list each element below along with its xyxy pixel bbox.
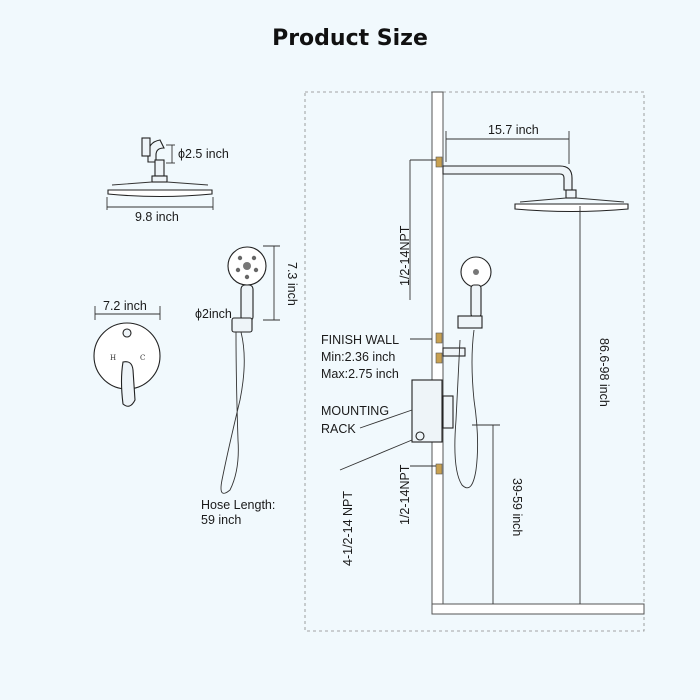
install-shower-arm xyxy=(442,165,573,191)
hand-height-label: 7.3 inch xyxy=(285,262,299,306)
install-holder xyxy=(457,315,483,329)
valve-trim-diagram: 7.2 inch H C xyxy=(93,299,161,407)
valve-ports-label: 4-1/2-14 NPT xyxy=(341,491,355,566)
mounting-rack-label-line1: MOUNTING xyxy=(321,404,389,418)
arm-diameter-label: ϕ2.5 inch xyxy=(178,147,229,161)
hose-length-label: Hose Length: xyxy=(201,498,275,512)
ball-joint xyxy=(151,175,168,183)
install-shower-head xyxy=(514,203,629,213)
diverter-elbow xyxy=(442,347,466,357)
valve-handle xyxy=(120,361,136,407)
installation-diagram: 15.7 inch 1/2-14NPT FINISH WALL Min:2.36… xyxy=(304,91,645,632)
page-title: Product Size xyxy=(272,26,428,51)
wall-holder xyxy=(231,317,253,333)
diagram-frame xyxy=(304,91,645,632)
hand-shower-handle xyxy=(240,284,254,322)
finish-wall-min: Min:2.36 inch xyxy=(321,350,395,364)
top-inlet-label: 1/2-14NPT xyxy=(398,225,412,286)
hand-install-height-label: 39-59 inch xyxy=(510,478,524,536)
bottom-inlet-label: 1/2-14NPT xyxy=(398,464,412,525)
hose-length-value: 59 inch xyxy=(201,513,241,527)
arm-length-label: 15.7 inch xyxy=(488,123,539,137)
valve-width-label: 7.2 inch xyxy=(103,299,147,313)
cold-mark: C xyxy=(140,354,145,362)
hand-shower-diagram: 7.3 inch ϕ2inch Hose Length: 59 inch xyxy=(195,245,299,527)
top-inlet-fitting xyxy=(435,156,443,168)
hot-mark: H xyxy=(110,354,116,362)
shower-head-diagram: ϕ2.5 inch 9.8 inch xyxy=(106,137,229,224)
head-top-edge xyxy=(111,181,209,186)
hand-diameter-label: ϕ2inch xyxy=(195,307,232,321)
finish-wall-max: Max:2.75 inch xyxy=(321,367,399,381)
head-width-label: 9.8 inch xyxy=(135,210,179,224)
mounting-rack-label-line2: RACK xyxy=(321,422,356,436)
valve-body xyxy=(411,379,443,443)
wall-flange xyxy=(141,137,151,157)
bottom-inlet-fitting xyxy=(435,463,443,475)
hose xyxy=(220,331,245,494)
total-height-label: 86.6-98 inch xyxy=(597,338,611,407)
finish-wall-label: FINISH WALL xyxy=(321,333,399,347)
arm-neck xyxy=(154,159,165,177)
shower-head-plate xyxy=(107,189,213,198)
diverter-knob xyxy=(122,328,132,338)
install-hose xyxy=(454,329,479,489)
floor xyxy=(431,603,645,615)
